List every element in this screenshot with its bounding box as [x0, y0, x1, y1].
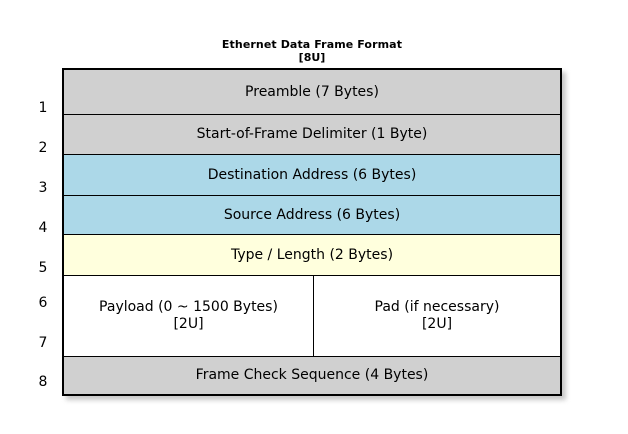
row-number-3: 3	[38, 180, 48, 196]
diagram-title-block: Ethernet Data Frame Format [8U]	[62, 38, 562, 64]
frame-row-source-address: Source Address (6 Bytes)	[64, 196, 560, 235]
diagram-title-tag: [8U]	[298, 51, 326, 64]
frame-field-sfd-label: Start-of-Frame Delimiter (1 Byte)	[196, 126, 428, 142]
frame-field-payload-label: Payload (0 ~ 1500 Bytes) [2U]	[99, 299, 278, 333]
row-number-5: 5	[38, 260, 48, 276]
frame-field-payload-tag: [2U]	[173, 316, 204, 332]
frame-field-payload: Payload (0 ~ 1500 Bytes) [2U]	[64, 276, 314, 356]
frame-field-destination-address-label: Destination Address (6 Bytes)	[207, 166, 417, 183]
frame-field-source-address-label: Source Address (6 Bytes)	[223, 206, 401, 223]
frame-row-start-of-frame-delimiter: Start-of-Frame Delimiter (1 Byte)	[64, 115, 560, 155]
frame-field-type-length-label: Type / Length (2 Bytes)	[230, 246, 394, 263]
frame-field-pad-tag: [2U]	[421, 316, 453, 332]
frame-field-fcs-label: Frame Check Sequence (4 Bytes)	[195, 367, 429, 383]
row-number-column: 1 2 3 4 5 6 7 8	[28, 68, 58, 396]
frame-row-payload-pad: Payload (0 ~ 1500 Bytes) [2U] Pad (if ne…	[64, 276, 560, 357]
diagram-title: Ethernet Data Frame Format	[221, 38, 403, 51]
frame-field-pad-label: Pad (if necessary) [2U]	[375, 299, 500, 333]
frame-row-destination-address: Destination Address (6 Bytes)	[64, 155, 560, 196]
frame-field-preamble-label: Preamble (7 Bytes)	[245, 83, 379, 100]
row-number-6: 6	[38, 295, 48, 311]
frame-table: Preamble (7 Bytes) Start-of-Frame Delimi…	[62, 68, 562, 396]
frame-field-payload-text: Payload (0 ~ 1500 Bytes)	[99, 299, 278, 315]
frame-row-frame-check-sequence: Frame Check Sequence (4 Bytes)	[64, 357, 560, 394]
frame-field-pad-text: Pad (if necessary)	[374, 299, 500, 315]
row-number-7: 7	[38, 335, 48, 351]
row-number-1: 1	[38, 100, 48, 116]
frame-row-preamble: Preamble (7 Bytes)	[64, 70, 560, 115]
row-number-4: 4	[38, 220, 48, 236]
frame-row-type-length: Type / Length (2 Bytes)	[64, 235, 560, 276]
frame-field-pad: Pad (if necessary) [2U]	[314, 276, 560, 356]
row-number-2: 2	[38, 140, 48, 156]
row-number-8: 8	[38, 374, 48, 390]
